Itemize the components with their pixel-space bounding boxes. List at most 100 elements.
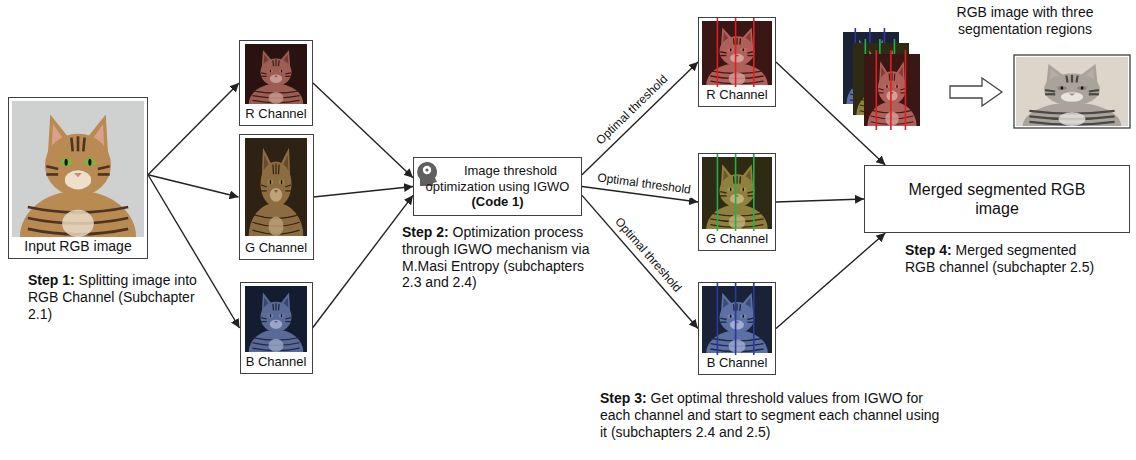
cat-muzzle [730,54,744,63]
cat-body [706,63,768,85]
cat-stripe [748,192,754,193]
cat-stripe [83,138,84,152]
red-segmented-photo [702,21,772,85]
node-text: G Channel [705,231,769,247]
channel-box: B Channel [240,282,313,374]
cat-stripe [879,89,884,90]
process-box: Merged segmented RGB image [864,165,1130,233]
cat-stripe [272,60,274,66]
input-cat-photo [12,101,144,237]
cat-chest [729,215,746,229]
flow-arrow [148,175,239,197]
cat-eye [1057,86,1067,90]
cat-body [706,205,768,229]
cat-stripe [272,164,274,174]
cat-head [261,302,292,332]
node-text: G Channel [244,240,308,256]
cat-pupil [896,85,897,89]
cat-pupil [742,48,744,51]
label-group: Step 2:Optimization process through IGWO… [402,224,600,291]
cat-body [249,84,304,104]
label-group: Step 4:Merged segmented RGB channel (sub… [905,242,1095,276]
cat-eye [728,187,734,191]
cat-body [249,203,304,236]
step-number: Step 4: [905,242,952,258]
cat-muzzle [270,188,282,202]
flow-arrow [148,175,240,328]
cat-stripe [285,318,291,319]
gear-icon [423,166,431,174]
cat-pupil [1081,86,1084,90]
cat-head [720,302,755,333]
cat-stripe [748,55,754,56]
red-channel-photo [245,44,307,104]
threshold-line [890,50,892,130]
cat-head [878,71,906,104]
cat-eye [895,84,900,88]
threshold-line [753,153,755,233]
step-label: Get optimal threshold values from IGWO f… [600,390,939,440]
flow-arrow [314,187,414,198]
threshold-line [753,282,755,357]
cat-stripe [285,185,291,187]
cat-muzzle [1061,92,1083,102]
step-number: Step 3: [600,390,647,406]
cat-stripe [275,60,276,67]
cat-stripe [1089,90,1099,91]
flow-arrow [582,62,698,175]
cat-chest [729,72,746,85]
cat-pupil [270,314,271,317]
cat-stripe [748,321,754,322]
cat-chest [62,210,94,237]
cat-stripe [77,136,80,151]
cat-eye [728,314,734,318]
flow-arrow [313,195,414,328]
cat-nose [274,190,278,193]
node-text: R Channel [244,106,307,122]
cat-stripe [1045,90,1055,91]
step-label: RGB image with three segmentation region… [957,4,1094,37]
cat-stripe [46,166,58,169]
label-group: Step 3:Get optimal threshold values from… [600,390,950,440]
cat-stripe [1089,93,1099,95]
cat-stripe [739,176,741,183]
cat-eye [268,179,274,185]
flow-arrow [776,233,885,329]
green-channel-photo [245,138,307,236]
cat-stripe [46,173,58,176]
threshold-line [876,50,878,130]
cat-stripe [261,185,267,187]
cat-pupil [65,159,68,166]
threshold-line [717,153,719,233]
cat-eye [60,158,72,166]
threshold-line [905,50,907,130]
segmented-channel-box: R Channel [698,17,776,107]
cat-chest [269,92,284,104]
green-segmented-photo [702,157,772,229]
cat-eye [740,187,746,191]
cat-nose [274,321,278,323]
cat-stripe [71,138,72,152]
cat-stripe [98,173,110,176]
channel-box: G Channel [239,134,314,260]
node-text: R Channel [705,87,768,103]
cat-eye [728,48,734,52]
node-text: B Channel [706,355,769,371]
cat-stripe [1045,93,1055,95]
cat-stripe [720,321,726,322]
threshold-line [717,282,719,357]
cat-muzzle [730,320,744,329]
edge-label-holder: Optimal threshold [610,213,686,297]
node-text: Merged segmented RGB image [897,180,1097,218]
image-box: Input RGB image [8,97,148,259]
cat-stripe [720,318,726,319]
cat-nose [74,173,82,177]
cat-stripe [261,321,267,322]
node-text: Input RGB image [23,238,132,255]
cat-eye [279,179,285,185]
cat-stripe [98,166,110,169]
cat-stripe [720,192,726,193]
cat-stripe [894,73,896,80]
threshold-line [735,282,737,357]
